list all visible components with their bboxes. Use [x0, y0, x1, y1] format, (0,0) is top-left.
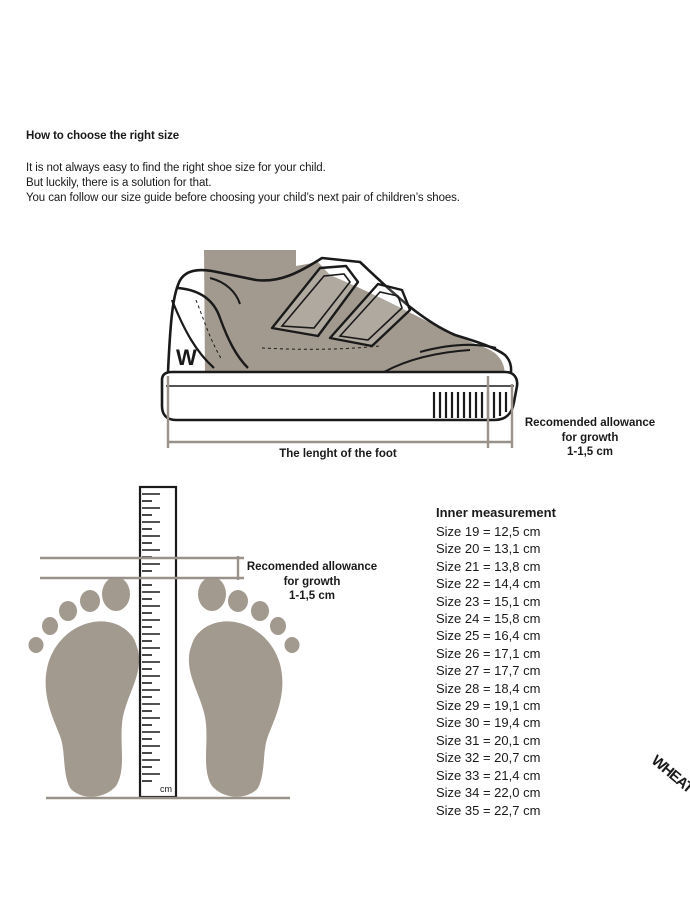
- left-foot: [28, 577, 140, 797]
- size-row: Size 35 = 22,7 cm: [436, 802, 541, 818]
- size-row: Size 20 = 13,1 cm: [436, 541, 541, 557]
- size-row: Size 30 = 19,4 cm: [436, 715, 541, 731]
- size-table-title: Inner measurement: [436, 505, 556, 520]
- intro-text: It is not always easy to find the right …: [26, 161, 460, 206]
- size-row: Size 19 = 12,5 cm: [436, 524, 541, 539]
- ruler-unit-label: cm: [160, 784, 172, 794]
- size-row: Size 23 = 15,1 cm: [436, 593, 541, 609]
- size-row: Size 31 = 20,1 cm: [436, 732, 541, 748]
- intro-line-1: It is not always easy to find the right …: [26, 162, 326, 174]
- size-row: Size 27 = 17,7 cm: [436, 663, 541, 679]
- right-foot: [188, 577, 300, 797]
- intro-line-3: You can follow our size guide before cho…: [26, 192, 460, 204]
- size-row: Size 34 = 22,0 cm: [436, 785, 541, 801]
- sole-tread: [432, 392, 508, 418]
- size-row: Size 33 = 21,4 cm: [436, 767, 541, 783]
- shoe-allowance-caption: Recomended allowance for growth 1-1,5 cm: [512, 416, 668, 460]
- size-row: Size 22 = 14,4 cm: [436, 576, 541, 592]
- ruler: [138, 485, 178, 799]
- intro-line-2: But luckily, there is a solution for tha…: [26, 177, 212, 189]
- foot-allowance-caption: Recomended allowance for growth 1-1,5 cm: [232, 560, 392, 604]
- shoe-logo: W: [176, 345, 197, 370]
- foot-allowance-line-1: Recomended allowance: [246, 561, 378, 573]
- size-row: Size 32 = 20,7 cm: [436, 750, 541, 766]
- page-heading: How to choose the right size: [26, 130, 180, 142]
- size-row: Size 29 = 19,1 cm: [436, 698, 541, 714]
- foot-allowance-line-2: for growth: [283, 575, 341, 588]
- brand-mark-text: WHEAT: [648, 752, 690, 797]
- size-row: Size 25 = 16,4 cm: [436, 628, 541, 644]
- feet-illustration: cm: [28, 485, 300, 800]
- size-row: Size 28 = 18,4 cm: [436, 680, 541, 696]
- size-row: Size 26 = 17,1 cm: [436, 645, 541, 661]
- shoe-illustration: W: [160, 250, 519, 448]
- size-row: Size 21 = 13,8 cm: [436, 558, 541, 574]
- foot-length-caption: The lenght of the foot: [279, 448, 397, 460]
- size-row: Size 24 = 15,8 cm: [436, 611, 541, 627]
- foot-allowance-line-3: 1-1,5 cm: [288, 590, 336, 602]
- shoe-allowance-line-1: Recomended allowance: [524, 417, 656, 429]
- shoe-measure-lines: [166, 376, 514, 448]
- shoe-allowance-line-2: for growth: [561, 431, 619, 444]
- shoe-allowance-line-3: 1-1,5 cm: [566, 446, 614, 458]
- brand-mark: WHEAT: [648, 752, 690, 797]
- ruler-ticks: [142, 493, 160, 782]
- foot-measure-lines: [40, 556, 290, 800]
